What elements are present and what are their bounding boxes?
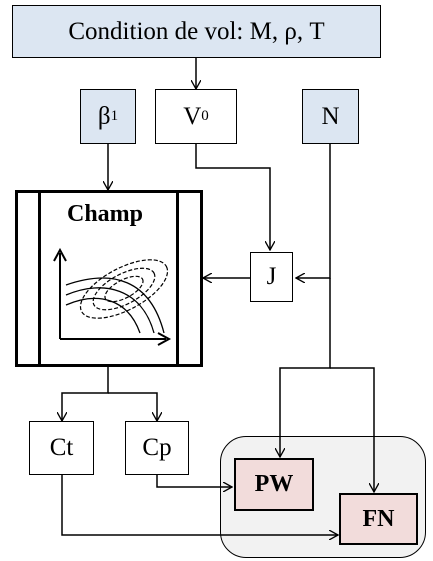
flight-condition-box: Condition de vol: M, ρ, T xyxy=(12,5,381,58)
edge-cp-to-pw xyxy=(156,475,232,487)
map-iso-curve-3 xyxy=(65,277,165,334)
champ-left-bar xyxy=(38,193,41,364)
edge-ct-to-fn xyxy=(61,475,338,535)
power-output-label: PW xyxy=(254,471,294,497)
advance-ratio-box: J xyxy=(250,252,293,302)
champ-title: Champ xyxy=(67,201,144,227)
map-iso-curve-2 xyxy=(65,287,155,334)
champ-right-bar xyxy=(176,193,179,364)
beta-subscript: 1 xyxy=(110,108,119,124)
rotation-label: N xyxy=(321,102,340,130)
thrust-coef-label: Ct xyxy=(49,434,74,461)
rotation-box: N xyxy=(302,89,359,144)
edge-n-to-fn xyxy=(330,367,374,492)
champ-block: Champ xyxy=(15,190,203,367)
edge-v0-to-j xyxy=(195,144,270,250)
thrust-output-label: FN xyxy=(362,505,395,532)
map-efficiency-ellipse-1 xyxy=(79,259,169,319)
map-efficiency-ellipse-3 xyxy=(104,275,144,303)
velocity-symbol: V xyxy=(183,102,202,130)
edge-n-to-pw xyxy=(280,278,331,457)
map-efficiency-ellipse-2 xyxy=(92,267,156,311)
edge-n-to-j xyxy=(296,144,331,278)
beta-symbol: β xyxy=(97,102,111,130)
power-coef-label: Cp xyxy=(142,434,172,461)
thrust-output-box: FN xyxy=(339,493,418,545)
performance-map-icon xyxy=(53,247,172,346)
edge-champ-split-cp xyxy=(108,392,157,421)
edge-champ-to-ct xyxy=(62,367,109,421)
power-output-box: PW xyxy=(234,458,314,511)
thrust-coef-box: Ct xyxy=(29,421,94,475)
advance-ratio-label: J xyxy=(266,263,277,290)
flight-condition-label: Condition de vol: M, ρ, T xyxy=(68,17,325,45)
velocity-subscript: 0 xyxy=(201,108,209,124)
power-coef-box: Cp xyxy=(125,421,189,475)
